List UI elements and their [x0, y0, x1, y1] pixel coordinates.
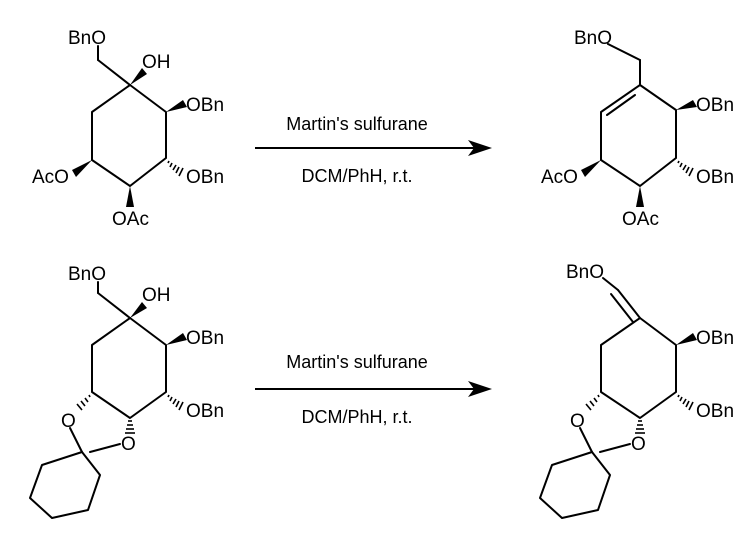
oh-wedge	[130, 302, 147, 318]
aco-label: AcO	[32, 167, 69, 188]
exo-alkene-bond	[617, 289, 641, 319]
obn-label-1: OBn	[186, 328, 224, 349]
conditions-label: DCM/PhH, r.t.	[301, 166, 412, 186]
o-label-left: O	[61, 411, 76, 432]
obn-hash	[167, 394, 184, 411]
obn-hash	[677, 160, 694, 177]
oh-label: OH	[142, 52, 171, 73]
reaction-1-substrate: BnO OH OBn OBn AcO OAc	[32, 28, 224, 230]
ring-bonds	[91, 317, 167, 419]
obn-wedge	[676, 333, 697, 345]
bno-label: BnO	[68, 28, 106, 49]
o-hash-left	[585, 394, 600, 411]
oh-label: OH	[142, 285, 171, 306]
acetal-bond-right	[599, 443, 631, 453]
arrow-head	[468, 140, 492, 156]
obn-label-1: OBn	[696, 328, 734, 349]
acetal-bond-left	[69, 427, 83, 453]
aco-wedge	[581, 160, 601, 177]
oac-label: OAc	[622, 209, 659, 230]
obn-label-2: OBn	[186, 167, 224, 188]
o-hash-right	[125, 420, 135, 434]
reaction-1-product: BnO OBn OBn AcO OAc	[541, 28, 734, 230]
bno-label: BnO	[566, 262, 604, 283]
bno-bond	[607, 43, 641, 61]
obn-label-1: OBn	[696, 95, 734, 116]
reagent-label: Martin's sulfurane	[286, 114, 428, 134]
oh-wedge	[130, 68, 147, 85]
oac-wedge	[126, 186, 134, 207]
o-hash-left	[76, 394, 91, 411]
o-hash-right	[635, 420, 645, 434]
reaction-1-arrow: Martin's sulfurane DCM/PhH, r.t.	[255, 114, 492, 186]
ch2-bond	[97, 292, 131, 319]
alkene-inner-bond	[606, 94, 636, 116]
o-label-right: O	[121, 434, 136, 455]
arrow-head	[468, 381, 492, 397]
o-label-right: O	[631, 434, 646, 455]
acetal-bond-left	[579, 427, 593, 453]
ch2-bond	[97, 59, 131, 86]
obn-wedge	[166, 100, 187, 112]
bno-label: BnO	[68, 264, 106, 285]
obn-label-2: OBn	[186, 401, 224, 422]
cyclohexane-ring	[539, 451, 611, 519]
obn-wedge	[676, 100, 697, 110]
bno-bond	[602, 277, 619, 291]
reaction-2-arrow: Martin's sulfurane DCM/PhH, r.t.	[255, 352, 492, 427]
obn-wedge	[166, 333, 187, 345]
exo-alkene-bond-2	[610, 293, 634, 323]
o-label-left: O	[570, 411, 585, 432]
obn-hash	[167, 160, 184, 177]
reagent-label: Martin's sulfurane	[286, 352, 428, 372]
reaction-2-substrate: BnO OH OBn OBn O O	[29, 264, 224, 519]
obn-label-1: OBn	[186, 95, 224, 116]
acetal-bond-right	[89, 443, 121, 453]
ring-bonds	[600, 317, 677, 419]
oac-wedge	[636, 186, 644, 207]
oac-label: OAc	[112, 209, 149, 230]
aco-wedge	[72, 160, 92, 177]
bno-label: BnO	[574, 28, 612, 49]
reaction-2-product: BnO OBn OBn O O	[539, 262, 734, 519]
aco-label: AcO	[541, 167, 578, 188]
obn-label-2: OBn	[696, 167, 734, 188]
cyclohexane-ring	[29, 451, 101, 519]
ring-bonds	[91, 84, 167, 187]
obn-label-2: OBn	[696, 401, 734, 422]
conditions-label: DCM/PhH, r.t.	[301, 407, 412, 427]
ring-bonds	[600, 84, 677, 187]
obn-hash	[677, 394, 694, 411]
